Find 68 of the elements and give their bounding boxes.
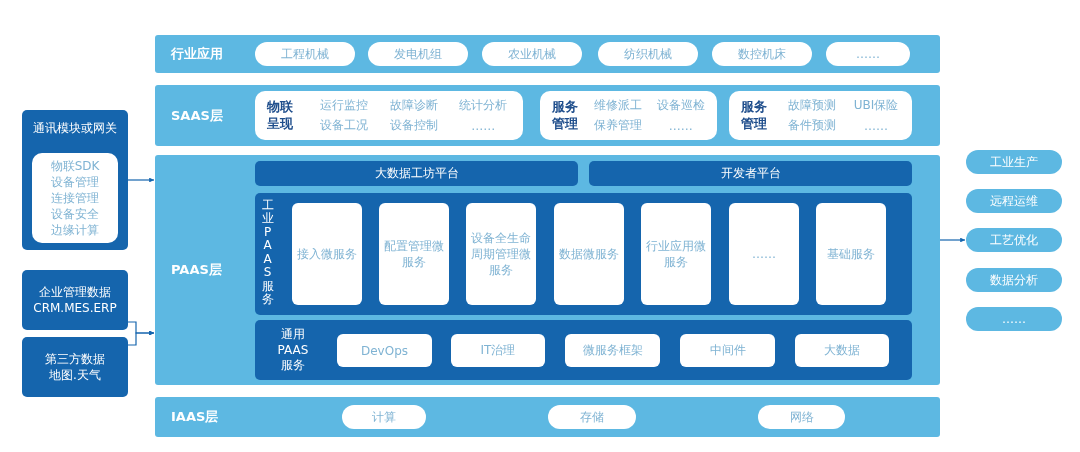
service-tag: DevOps — [337, 334, 432, 367]
microservice-card: 设备全生命周期管理微服务 — [466, 203, 536, 305]
arrow — [939, 237, 966, 243]
function-item: 设备工况 — [319, 117, 370, 135]
function-item: 故障预测 — [787, 96, 838, 114]
function-item: …… — [862, 118, 889, 133]
card-heading: 服务管理 — [552, 98, 579, 133]
layer-band — [155, 397, 940, 437]
function-item: 统计分析 — [458, 96, 509, 114]
data-source-box: 第三方数据 地图.天气 — [22, 337, 128, 397]
outcome-tag: 数据分析 — [966, 268, 1062, 292]
service-panel — [255, 320, 912, 380]
layer-title: IAAS层 — [171, 408, 219, 426]
item-tag: 存储 — [548, 405, 636, 429]
item-tag: 纺织机械 — [598, 42, 698, 66]
item-tag: 农业机械 — [482, 42, 582, 66]
arrow — [127, 177, 155, 183]
service-tag: 微服务框架 — [565, 334, 660, 367]
layer-band — [155, 85, 940, 146]
function-item: …… — [667, 118, 694, 133]
panel-title: 工业PAAS服务 — [261, 199, 274, 307]
microservice-card: 行业应用微服务 — [641, 203, 711, 305]
function-item: UBI保险 — [852, 96, 900, 114]
data-source-box: 企业管理数据 CRM.MES.ERP — [22, 270, 128, 330]
outcome-tag: 工艺优化 — [966, 228, 1062, 252]
platform-bar: 开发者平台 — [589, 161, 912, 186]
service-tag: 大数据 — [795, 334, 889, 367]
function-item: 故障诊断 — [388, 96, 439, 114]
function-item: 维修派工 — [594, 96, 643, 114]
card-heading: 物联呈现 — [267, 98, 294, 133]
panel-title: 通用PAAS服务 — [276, 326, 310, 374]
function-item: 保养管理 — [594, 117, 643, 135]
microservice-card: 基础服务 — [816, 203, 886, 305]
card-heading: 服务管理 — [741, 98, 768, 133]
item-tag: 计算 — [342, 405, 426, 429]
function-item: 设备控制 — [388, 117, 439, 135]
arrow — [127, 330, 155, 346]
item-tag: 发电机组 — [368, 42, 468, 66]
layer-title: PAAS层 — [171, 261, 222, 279]
function-item: 设备巡检 — [656, 96, 705, 114]
function-card — [255, 91, 523, 140]
microservice-card: 数据微服务 — [554, 203, 624, 305]
platform-bar: 大数据工坊平台 — [255, 161, 578, 186]
item-tag: …… — [826, 42, 910, 66]
layer-title: 行业应用 — [171, 45, 223, 63]
layer-band — [155, 35, 940, 73]
function-item: 备件预测 — [787, 117, 838, 135]
outcome-tag: 远程运维 — [966, 189, 1062, 213]
microservice-card: 接入微服务 — [292, 203, 362, 305]
function-card — [540, 91, 717, 140]
outcome-tag: …… — [966, 307, 1062, 331]
item-tag: 数控机床 — [712, 42, 812, 66]
outcome-tag: 工业生产 — [966, 150, 1062, 174]
service-tag: IT治理 — [451, 334, 545, 367]
service-tag: 中间件 — [680, 334, 775, 367]
item-tag: 工程机械 — [255, 42, 355, 66]
microservice-card: 配置管理微服务 — [379, 203, 449, 305]
layer-title: SAAS层 — [171, 106, 223, 125]
layer-band — [155, 155, 940, 385]
function-item: …… — [470, 118, 497, 133]
panel-heading: 通讯模块或网关 — [32, 120, 118, 137]
function-card — [729, 91, 912, 140]
gateway-panel — [22, 110, 128, 250]
microservice-card: …… — [729, 203, 799, 305]
item-tag: 网络 — [758, 405, 845, 429]
service-panel — [255, 193, 912, 315]
feature-list: 物联SDK 设备管理 连接管理 设备安全 边缘计算 — [32, 153, 118, 243]
function-item: 运行监控 — [319, 96, 370, 114]
